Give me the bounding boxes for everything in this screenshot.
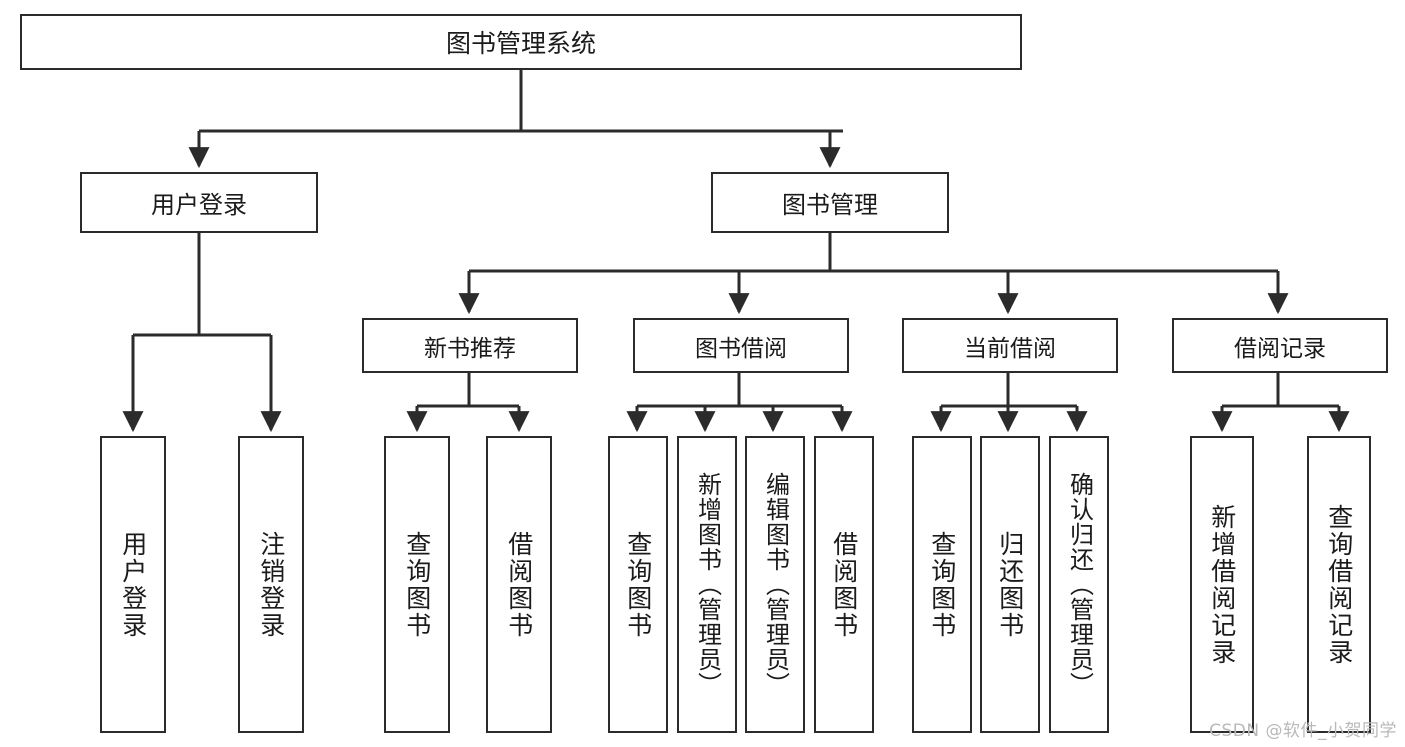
node-root-system[interactable]: 图书管理系统 [20,14,1022,70]
node-leaf-edit-book-label: 编辑图书（管理员） [761,472,790,697]
node-book-borrow[interactable]: 图书借阅 [633,318,849,373]
node-book-borrow-label: 图书借阅 [695,335,787,362]
node-leaf-borrow-book-2[interactable]: 借阅图书 [814,436,874,733]
node-leaf-add-book[interactable]: 新增图书（管理员） [677,436,737,733]
node-leaf-confirm-return-label: 确认归还（管理员） [1065,472,1094,697]
node-leaf-add-record-label: 新增借阅记录 [1207,503,1237,666]
node-leaf-query-book-2-label: 查询图书 [623,530,653,639]
node-user-login[interactable]: 用户登录 [80,172,318,233]
node-leaf-user-login-label: 用户登录 [118,530,148,639]
node-leaf-return-book[interactable]: 归还图书 [980,436,1040,733]
node-leaf-query-book-1[interactable]: 查询图书 [384,436,450,733]
node-root-system-label: 图书管理系统 [445,29,596,58]
node-leaf-borrow-book-1-label: 借阅图书 [504,530,534,639]
node-leaf-borrow-book-1[interactable]: 借阅图书 [486,436,552,733]
node-leaf-borrow-book-2-label: 借阅图书 [829,530,859,639]
node-leaf-query-book-1-label: 查询图书 [402,530,432,639]
node-current-borrow-label: 当前借阅 [964,335,1056,362]
node-leaf-add-book-label: 新增图书（管理员） [693,472,722,697]
node-leaf-return-book-label: 归还图书 [995,530,1025,639]
node-leaf-user-login[interactable]: 用户登录 [100,436,166,733]
node-book-management[interactable]: 图书管理 [711,172,949,233]
csdn-watermark: CSDN @软件_小贺同学 [1209,721,1397,741]
node-leaf-add-record[interactable]: 新增借阅记录 [1190,436,1254,733]
node-leaf-query-book-3-label: 查询图书 [927,530,957,639]
node-book-management-label: 图书管理 [782,191,878,219]
node-leaf-query-book-3[interactable]: 查询图书 [912,436,972,733]
node-leaf-user-logout[interactable]: 注销登录 [238,436,304,733]
node-leaf-query-record[interactable]: 查询借阅记录 [1307,436,1371,733]
node-current-borrow[interactable]: 当前借阅 [902,318,1118,373]
node-leaf-confirm-return[interactable]: 确认归还（管理员） [1049,436,1109,733]
node-borrow-record[interactable]: 借阅记录 [1172,318,1388,373]
node-leaf-query-book-2[interactable]: 查询图书 [608,436,668,733]
node-leaf-user-logout-label: 注销登录 [256,530,286,639]
node-new-book-recommend-label: 新书推荐 [424,335,516,362]
node-user-login-label: 用户登录 [151,191,247,219]
node-leaf-edit-book[interactable]: 编辑图书（管理员） [745,436,805,733]
node-borrow-record-label: 借阅记录 [1234,335,1326,362]
node-new-book-recommend[interactable]: 新书推荐 [362,318,578,373]
node-leaf-query-record-label: 查询借阅记录 [1324,503,1354,666]
